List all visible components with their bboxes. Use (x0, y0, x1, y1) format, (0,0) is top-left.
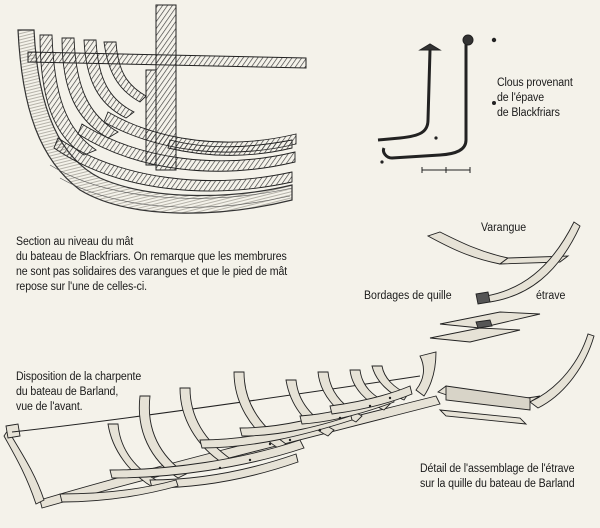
caption-line: de l'épave (497, 92, 544, 104)
caption-line: sur la quille du bateau de Barland (420, 478, 575, 490)
caption-line: vue de l'avant. (16, 401, 83, 413)
floor-timbers (53, 111, 297, 192)
mast-step-support (145, 69, 157, 166)
stem-keel-detail (426, 221, 581, 343)
barland-hull-frame (3, 351, 441, 509)
caption-line: Clous provenant (497, 77, 573, 89)
nails-illustration (377, 34, 497, 173)
blackfriars-hull-section (17, 4, 307, 214)
caption-line: du bateau de Blackfriars. On remarque qu… (16, 251, 287, 263)
caption-nails: Clous provenant de l'épave de Blackfriar… (497, 76, 573, 121)
label-varangue: Varangue (481, 222, 527, 234)
barland-stem-assembly (437, 333, 595, 425)
caption-line: Section au niveau du mât (16, 236, 134, 248)
caption-line: de Blackfriars (497, 107, 560, 119)
label-bordages-quille: Bordages de quille (364, 290, 452, 302)
caption-barland-frame: Disposition de la charpente du bateau de… (16, 370, 141, 415)
caption-line: Détail de l'assemblage de l'étrave (420, 463, 575, 475)
caption-line: repose sur l'une de celles-ci. (16, 281, 147, 293)
label-etrave: étrave (536, 290, 566, 302)
caption-stem-detail: Détail de l'assemblage de l'étrave sur l… (420, 462, 575, 492)
scale-bar (421, 167, 471, 173)
caption-line: du bateau de Barland, (16, 386, 119, 398)
caption-blackfriars-section: Section au niveau du mât du bateau de Bl… (16, 235, 287, 295)
frames (39, 34, 147, 156)
caption-line: ne sont pas solidaires des varangues et … (16, 266, 288, 278)
caption-line: Disposition de la charpente (16, 371, 142, 383)
